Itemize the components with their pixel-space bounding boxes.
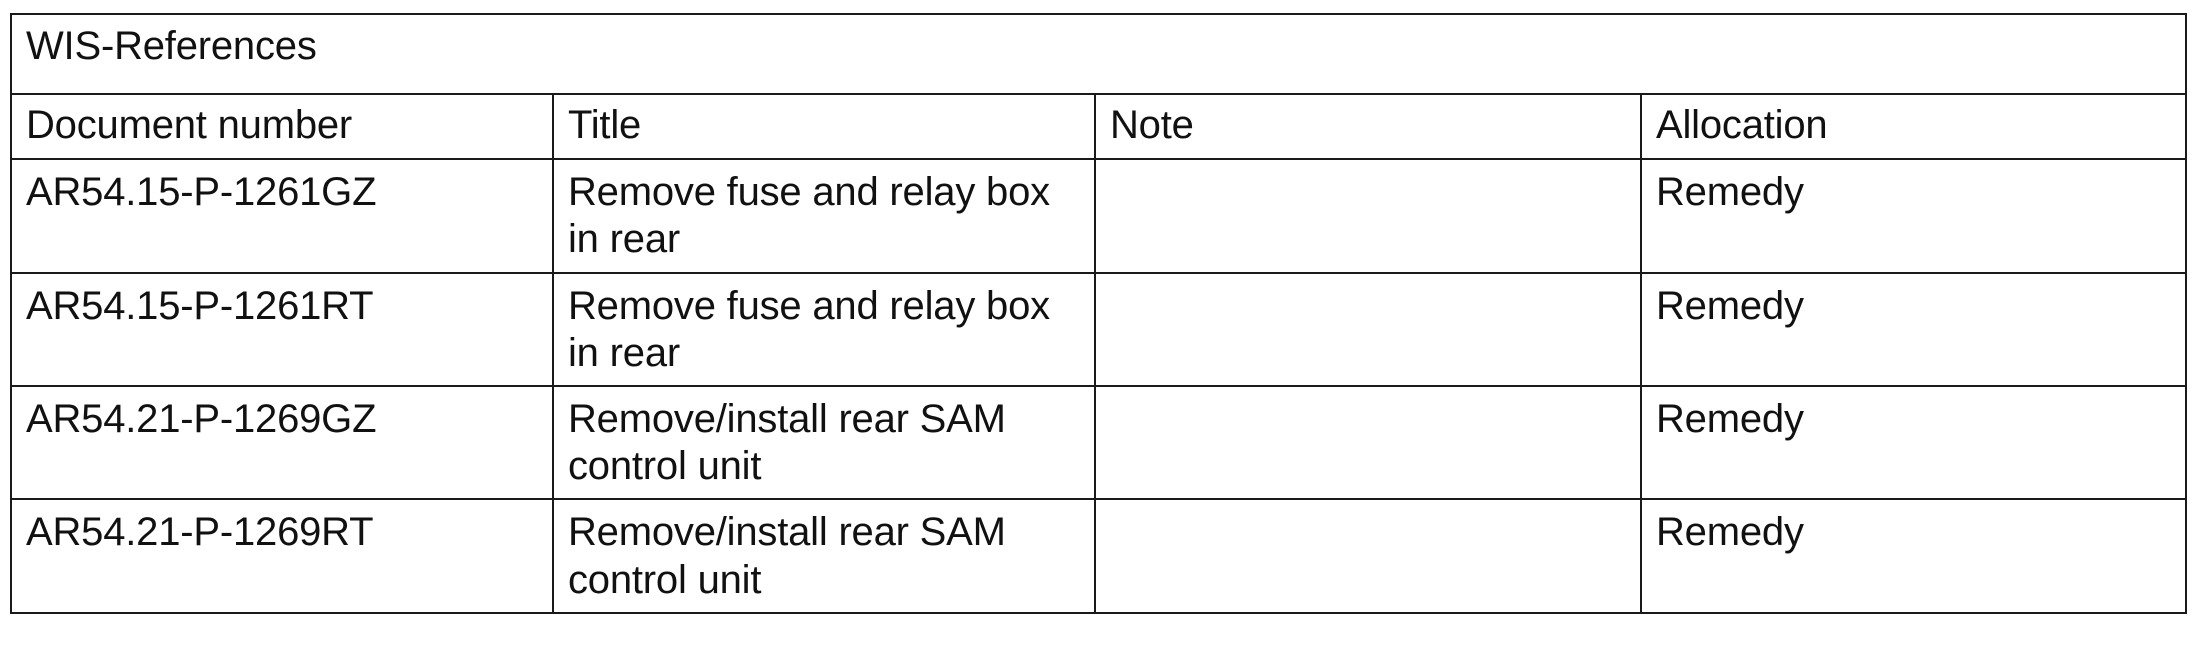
cell-title: Remove fuse and relay box in rear xyxy=(552,271,1096,387)
cell-title: Remove/install rear SAM control unit xyxy=(552,384,1096,501)
cell-title: Remove/install rear SAM control unit xyxy=(552,498,1096,614)
table-header-row: Document number Title Note Allocation xyxy=(10,92,2187,161)
table-row: AR54.21-P-1269RT Remove/install rear SAM… xyxy=(10,498,2187,614)
wis-references-table: WIS-References Document number Title Not… xyxy=(10,13,2187,614)
table-title-row: WIS-References xyxy=(10,13,2187,95)
table-title: WIS-References xyxy=(10,13,2187,95)
column-header-allocation: Allocation xyxy=(1640,92,2187,161)
cell-note xyxy=(1094,271,1642,387)
cell-allocation: Remedy xyxy=(1640,384,2187,501)
cell-note xyxy=(1094,384,1642,501)
cell-document-number: AR54.15-P-1261GZ xyxy=(10,158,554,274)
cell-note xyxy=(1094,158,1642,274)
cell-document-number: AR54.15-P-1261RT xyxy=(10,271,554,387)
cell-title: Remove fuse and relay box in rear xyxy=(552,158,1096,274)
column-header-note: Note xyxy=(1094,92,1642,161)
cell-note xyxy=(1094,498,1642,614)
cell-allocation: Remedy xyxy=(1640,158,2187,274)
table-row: AR54.15-P-1261GZ Remove fuse and relay b… xyxy=(10,158,2187,274)
column-header-document-number: Document number xyxy=(10,92,554,161)
cell-document-number: AR54.21-P-1269RT xyxy=(10,498,554,614)
table-row: AR54.15-P-1261RT Remove fuse and relay b… xyxy=(10,271,2187,387)
column-header-title: Title xyxy=(552,92,1096,161)
table-row: AR54.21-P-1269GZ Remove/install rear SAM… xyxy=(10,384,2187,501)
cell-allocation: Remedy xyxy=(1640,271,2187,387)
cell-allocation: Remedy xyxy=(1640,498,2187,614)
cell-document-number: AR54.21-P-1269GZ xyxy=(10,384,554,501)
